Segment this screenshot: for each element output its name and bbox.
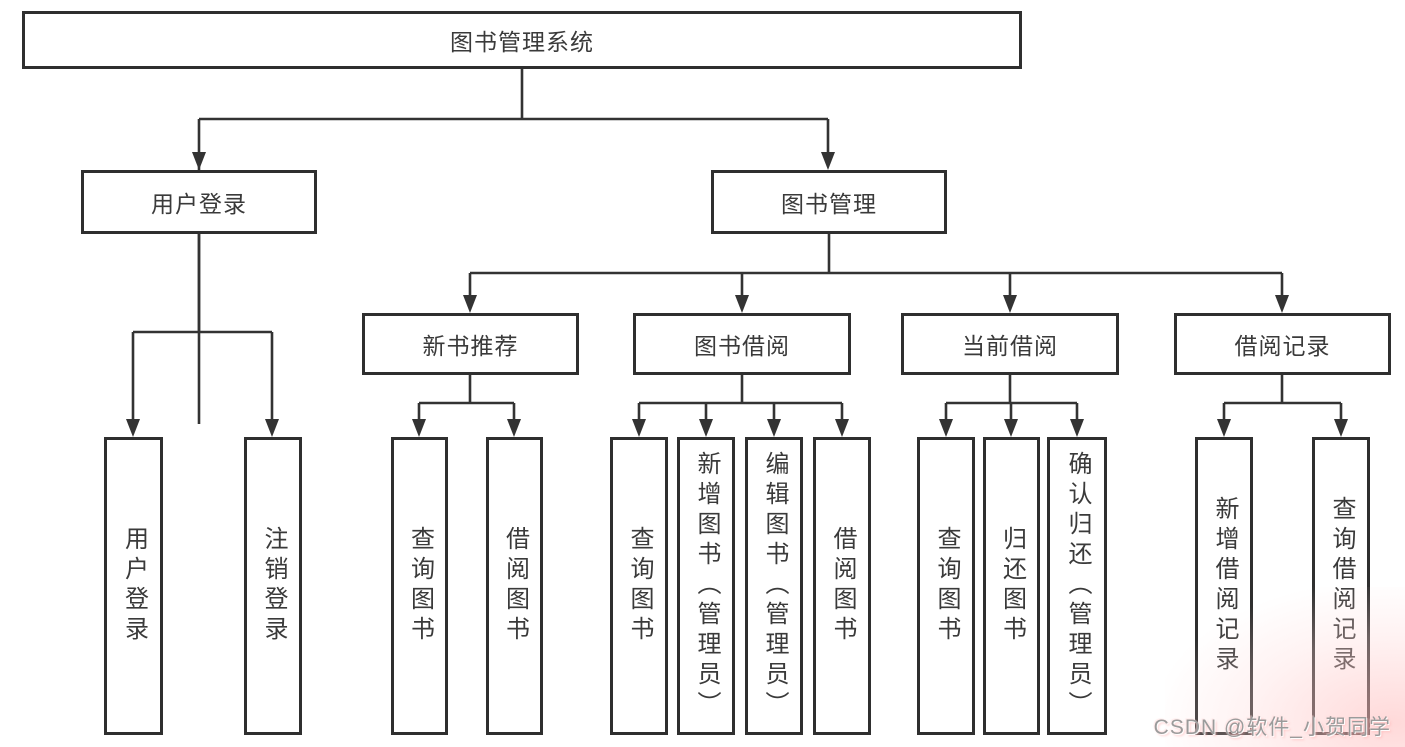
leaf-return-book-label: 归还图书 [998,526,1026,646]
node-book-management: 图书管理 [711,170,947,234]
node-book-borrowing: 图书借阅 [633,313,851,375]
leaf-query-books-1-label: 查询图书 [406,526,434,646]
leaf-borrow-books-2: 借阅图书 [813,437,871,735]
node-current-borrowing: 当前借阅 [901,313,1119,375]
connector-strokes [131,69,1343,424]
leaf-user-login: 用户登录 [104,437,163,735]
leaf-add-book-admin-label: 新增图书（管理员） [693,451,720,721]
leaf-query-books-2-label: 查询图书 [626,526,653,646]
csdn-watermark: CSDN @软件_小贺同学 [1153,716,1391,739]
leaf-borrow-books-2-label: 借阅图书 [829,526,856,646]
leaf-query-borrow-record: 查询借阅记录 [1312,437,1370,735]
leaf-query-books-3-label: 查询图书 [933,526,960,646]
node-root-library-management-system: 图书管理系统 [22,11,1022,69]
leaf-logout-label: 注销登录 [260,526,287,646]
leaf-edit-book-admin-label: 编辑图书（管理员） [761,451,788,721]
leaf-borrow-books-1-label: 借阅图书 [501,526,529,646]
leaf-user-login-label: 用户登录 [120,526,148,646]
leaf-confirm-return-admin: 确认归还（管理员） [1047,437,1107,735]
leaf-confirm-return-admin-label: 确认归还（管理员） [1064,451,1091,721]
leaf-query-books-2: 查询图书 [610,437,668,735]
leaf-query-books-3: 查询图书 [917,437,975,735]
arrowheads [126,152,1348,437]
node-borrowing-records: 借阅记录 [1174,313,1391,375]
leaf-add-borrow-record: 新增借阅记录 [1195,437,1253,735]
leaf-query-borrow-record-label: 查询借阅记录 [1328,496,1355,676]
leaf-query-books-1: 查询图书 [391,437,448,735]
leaf-logout: 注销登录 [244,437,302,735]
node-user-login: 用户登录 [81,170,317,234]
leaf-add-borrow-record-label: 新增借阅记录 [1211,496,1238,676]
leaf-borrow-books-1: 借阅图书 [486,437,543,735]
node-new-book-recommendation: 新书推荐 [362,313,579,375]
leaf-add-book-admin: 新增图书（管理员） [677,437,735,735]
leaf-return-book: 归还图书 [983,437,1040,735]
leaf-edit-book-admin: 编辑图书（管理员） [745,437,803,735]
